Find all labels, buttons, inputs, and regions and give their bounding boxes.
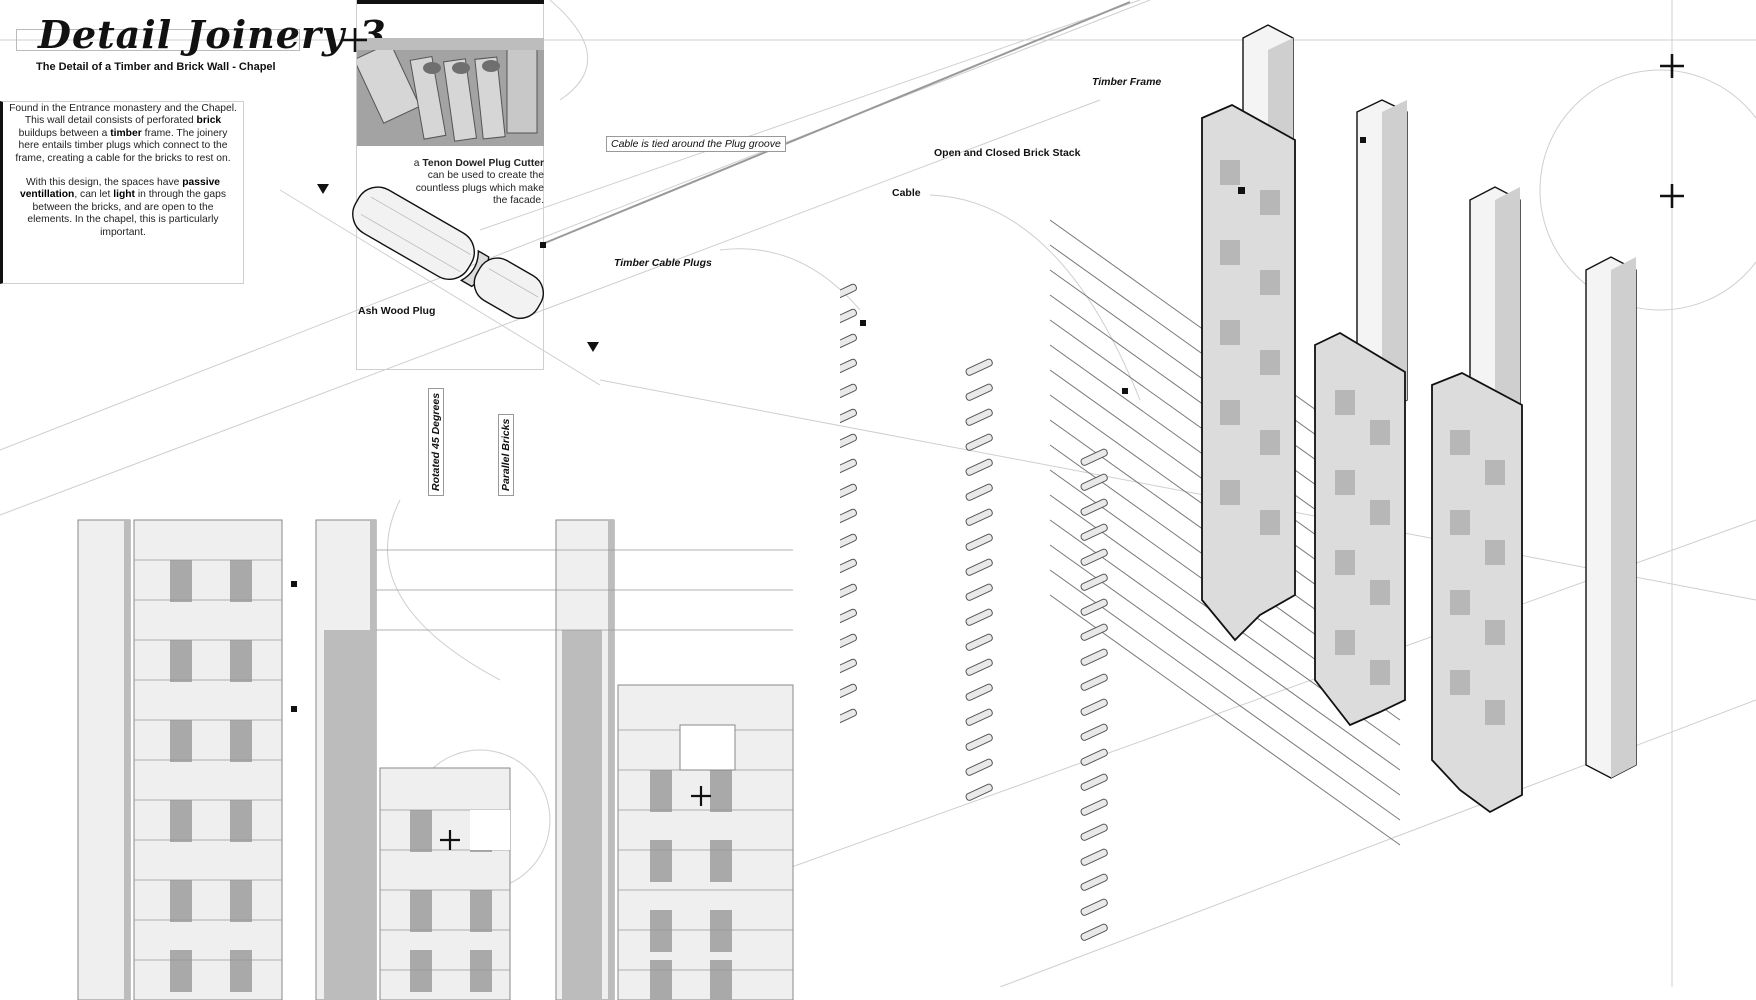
text-run: brick [196, 115, 222, 127]
page-title: Detail Joinery 3 [38, 12, 387, 57]
label-timber-cable-plugs: Timber Cable Plugs [614, 257, 712, 269]
text-run: timber [110, 127, 142, 139]
brick-wall-elevation [77, 519, 794, 1000]
label-rotated-45: Rotated 45 Degrees [428, 387, 444, 496]
text-run: in through the gaps between the bricks, … [27, 189, 227, 238]
label-open-closed-brick-stack: Open and Closed Brick Stack [934, 147, 1081, 159]
isometric-assembly [840, 24, 1637, 941]
label-cable-tied: Cable is tied around the Plug groove [606, 136, 786, 152]
text-run: Tenon Dowel Plug Cutter [422, 158, 544, 169]
text-run: passive ventillation [19, 177, 221, 201]
label-cable: Cable [892, 187, 921, 199]
text-run: With this design, the spaces have [25, 177, 183, 189]
text-run: frame. The joinery here entails timber p… [15, 127, 231, 164]
text-run: can be used to create the countless plug… [415, 170, 544, 207]
ash-wood-plug-drawing [352, 186, 544, 319]
label-ash-wood-plug: Ash Wood Plug [358, 305, 436, 317]
label-parallel-bricks: Parallel Bricks [498, 413, 514, 496]
tenon-note: a Tenon Dowel Plug Cutter can be used to… [400, 158, 544, 208]
intro-paragraph-2: With this design, the spaces have passiv… [9, 177, 237, 239]
plug-cutter-photo [357, 38, 544, 146]
text-run: , can let [74, 189, 114, 201]
intro-text-box: Found in the Entrance monastery and the … [0, 101, 244, 284]
text-run: buildups between a [18, 127, 111, 139]
intro-paragraph-1: Found in the Entrance monastery and the … [9, 103, 237, 165]
text-run: light [113, 189, 135, 201]
top-bar [357, 0, 544, 4]
page-subtitle: The Detail of a Timber and Brick Wall - … [36, 61, 276, 73]
label-timber-frame: Timber Frame [1092, 76, 1162, 88]
text-run: a [413, 158, 423, 169]
text-run: Found in the Entrance monastery and the … [9, 103, 237, 127]
title-frame [16, 29, 300, 51]
